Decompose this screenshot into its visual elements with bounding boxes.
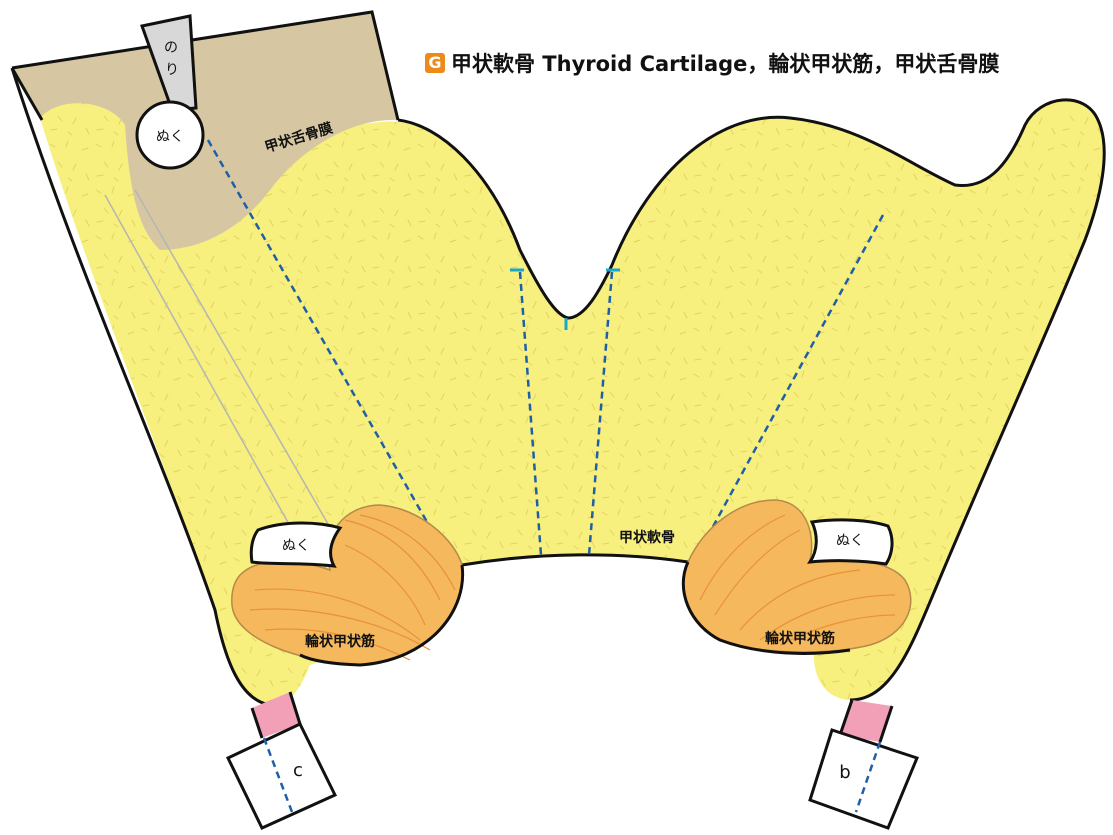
cartilage-outline-left [10,67,271,707]
glue-label-1: の [164,40,178,56]
tab-neck-right-r [878,705,894,743]
tab-c [225,722,338,830]
label-tab-c: c [293,760,303,781]
fold-line [262,737,294,813]
muscle-fibers-left [249,514,456,661]
cartilage-outline [397,98,1106,702]
label-muscle-left: 輪状甲状筋 [305,633,375,650]
glue-label-2: り [165,62,179,78]
section-badge: G [425,53,445,73]
figure-title: G 甲状軟骨 Thyroid Cartilage，輪状甲状筋，甲状舌骨膜 [425,48,999,78]
label-cut-left: ぬく [282,538,310,554]
tab-b [808,728,920,830]
tab-neck-left-r [288,691,302,725]
fold-line [854,741,882,813]
label-cut-right: ぬく [836,533,864,549]
pink-band-left [252,692,300,738]
tab-neck-right [838,699,854,736]
label-muscle-right: 輪状甲状筋 [765,630,835,647]
cutout-circle [135,100,205,170]
cutout-left [249,521,343,568]
label-tab-b: b [839,762,850,783]
fold-line [701,214,885,546]
pink-band-right [840,700,892,742]
membrane-outline-left [10,67,44,121]
tab-neck-left [250,707,264,739]
cutout-right [806,518,894,566]
muscle-fibers-right [699,514,896,646]
membrane-outline-top [11,10,400,121]
thyrohyoid-membrane [12,12,398,250]
cartilage-notch-bottom [461,553,689,567]
figure-title-text: 甲状軟骨 Thyroid Cartilage，輪状甲状筋，甲状舌骨膜 [451,52,1000,76]
label-cut-circle: ぬく [156,129,184,145]
glue-tab [140,14,198,112]
muscle-outline-left [299,564,465,667]
fold-line [206,139,448,556]
label-cartilage: 甲状軟骨 [619,529,675,546]
muscle-outline-right [681,561,851,655]
